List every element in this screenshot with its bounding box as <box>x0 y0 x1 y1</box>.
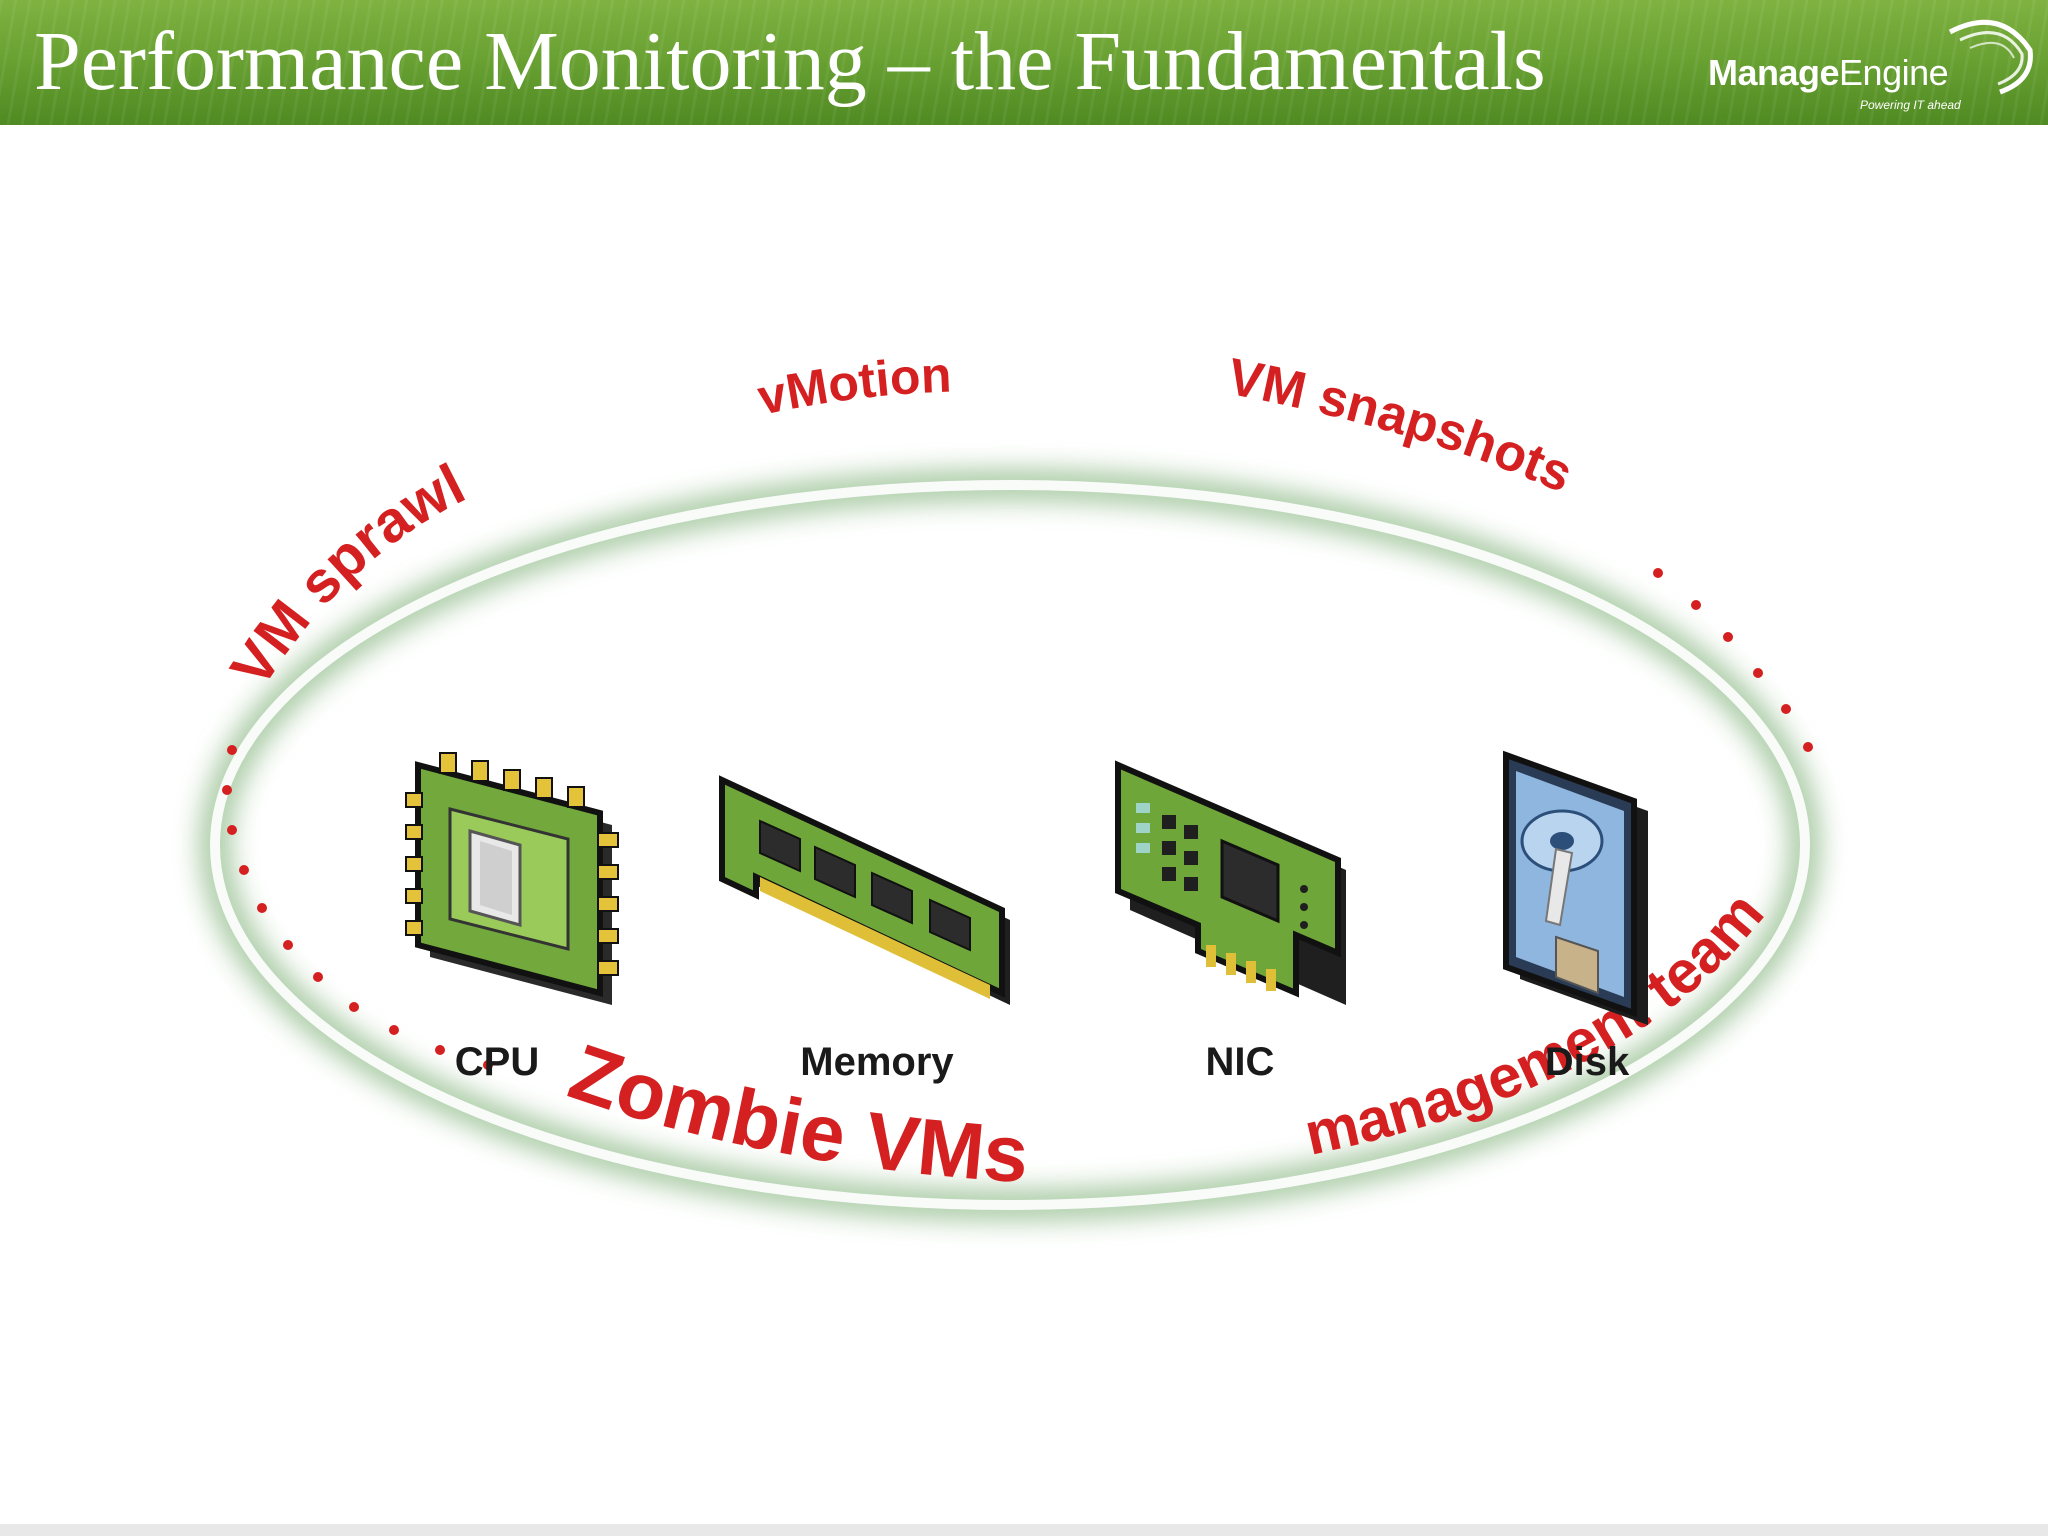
slide-footer-bar <box>0 1524 2048 1536</box>
slide-title: Performance Monitoring – the Fundamental… <box>34 15 1546 108</box>
hard-disk-icon <box>1503 750 1648 1025</box>
network-card-icon <box>1115 760 1346 1005</box>
manageengine-logo: ManageEngine Powering IT ahead <box>1700 10 2040 120</box>
component-label-disk: Disk <box>1545 1040 1630 1084</box>
logo-wordmark: ManageEngine <box>1708 52 1949 93</box>
slide-header: Performance Monitoring – the Fundamental… <box>0 0 2048 125</box>
ring-glow <box>202 472 1818 1218</box>
ring-label-vm-snapshots: VM snapshots <box>1223 348 1581 504</box>
component-label-memory: Memory <box>800 1040 954 1084</box>
ring-label-vmotion: vMotion <box>753 347 952 426</box>
ring-dots <box>222 568 1813 1070</box>
logo-swoosh-icon <box>1948 19 2033 95</box>
component-label-cpu: CPU <box>455 1040 539 1084</box>
component-label-nic: NIC <box>1206 1040 1275 1084</box>
logo-tagline: Powering IT ahead <box>1860 98 1961 112</box>
memory-module-icon <box>719 775 1010 1005</box>
header-texture <box>0 0 2048 125</box>
cpu-chip-icon <box>405 752 619 1005</box>
virtualization-diagram: VM sprawl vMotion VM snapshots managemen… <box>202 347 1818 1218</box>
